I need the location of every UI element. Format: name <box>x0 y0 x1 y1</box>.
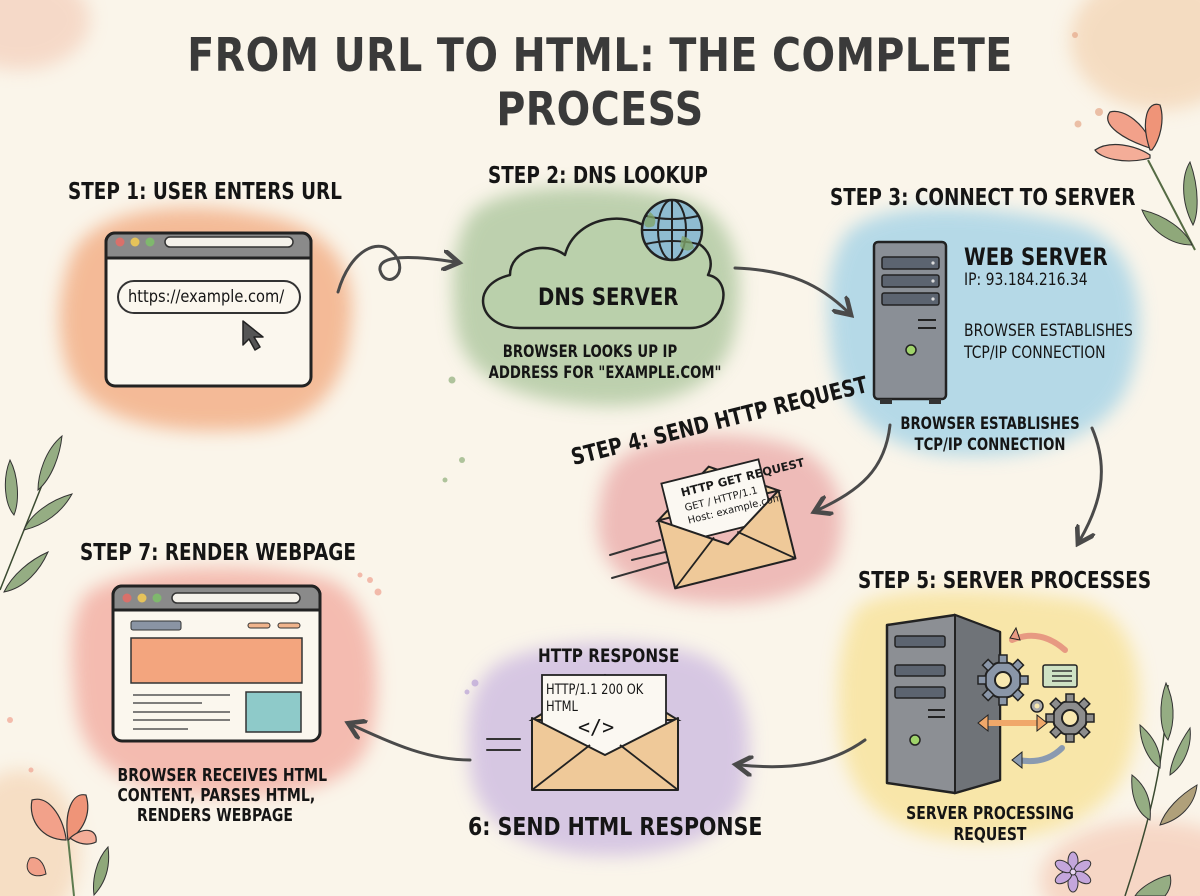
dns-server-label: DNS SERVER <box>538 283 679 311</box>
step2-caption-line-2: ADDRESS FOR "EXAMPLE.COM" <box>488 363 722 383</box>
mouse-cursor-icon <box>242 320 264 351</box>
purple-flower-icon <box>1054 851 1092 893</box>
rendered-webpage-icon <box>111 584 322 743</box>
corner-wash-top-left <box>0 0 90 70</box>
response-letter-line-2: HTML <box>546 699 578 715</box>
response-letter-line-1: HTTP/1.1 200 OK <box>546 682 644 698</box>
http-response-label: HTTP RESPONSE <box>538 645 680 667</box>
step3-caption-line-2: TCP/IP CONNECTION <box>914 435 1066 455</box>
step5-caption-line-1: SERVER PROCESSING <box>906 803 1074 824</box>
step7-caption-line-3: RENDERS WEBPAGE <box>137 805 293 826</box>
server-ip: IP: 93.184.216.34 <box>964 270 1088 290</box>
arrow-step3-to-step5 <box>1080 426 1103 540</box>
motion-lines-response <box>486 738 521 751</box>
gear-icon-large <box>977 654 1029 706</box>
step3-detail: BROWSER ESTABLISHES TCP/IP CONNECTION <box>964 320 1133 364</box>
arrow-step5-to-step6 <box>740 738 867 767</box>
leaf-branch-left-icon <box>0 434 74 593</box>
step2-heading: STEP 2: DNS LOOKUP <box>488 163 708 189</box>
server-tower-icon <box>872 240 948 404</box>
flow-arrows <box>336 244 1103 767</box>
step5-heading: STEP 5: SERVER PROCESSES <box>858 568 1152 594</box>
motion-lines <box>609 539 669 579</box>
step3-caption: BROWSER ESTABLISHES TCP/IP CONNECTION <box>896 414 1083 456</box>
web-server-label: WEB SERVER <box>964 243 1108 271</box>
step7-heading: STEP 7: RENDER WEBPAGE <box>80 540 356 566</box>
step5-caption: SERVER PROCESSING REQUEST <box>896 803 1083 845</box>
globe-icon <box>640 198 704 262</box>
browser-window-icon <box>104 231 313 388</box>
step7-caption-line-1: BROWSER RECEIVES HTML <box>117 765 328 786</box>
step6-heading: 6: SEND HTML RESPONSE <box>468 812 763 841</box>
server-gears-icon <box>885 613 1095 795</box>
response-envelope-icon <box>528 673 682 791</box>
step3-caption-line-1: BROWSER ESTABLISHES <box>900 414 1080 434</box>
step1-heading: STEP 1: USER ENTERS URL <box>68 179 342 205</box>
flower-bottom-left-icon <box>26 794 110 896</box>
arrow-step6-to-step7 <box>352 725 472 762</box>
code-tag-icon: </> <box>578 715 615 739</box>
arrow-step2-to-step3 <box>733 266 848 312</box>
step3-detail-line-1: BROWSER ESTABLISHES <box>964 321 1133 341</box>
page-title: FROM URL TO HTML: THE COMPLETE PROCESS <box>187 28 1013 136</box>
step2-caption: BROWSER LOOKS UP IP ADDRESS FOR "EXAMPLE… <box>488 342 722 384</box>
gear-icon-right <box>1045 693 1095 743</box>
url-field[interactable]: https://example.com/ <box>128 287 285 307</box>
request-envelope-icon <box>655 458 797 590</box>
arrow-step1-to-step2 <box>336 244 455 294</box>
flower-top-right-icon <box>1094 103 1198 251</box>
corner-wash-top-right <box>1070 0 1200 110</box>
list-card-icon <box>1042 664 1078 688</box>
response-letter: HTTP/1.1 200 OK HTML <box>546 682 643 716</box>
paint-splatters <box>7 32 1103 773</box>
gear-icon-small <box>1030 699 1044 713</box>
step3-detail-line-2: TCP/IP CONNECTION <box>964 343 1106 363</box>
arrow-step3-to-step4 <box>818 423 892 510</box>
step7-caption: BROWSER RECEIVES HTML CONTENT, PARSES HT… <box>117 765 328 826</box>
corner-wash-bottom-left <box>0 770 80 896</box>
cloud-globe-icon <box>481 198 725 330</box>
step7-caption-line-2: CONTENT, PARSES HTML, <box>117 785 316 806</box>
step2-caption-line-1: BROWSER LOOKS UP IP <box>502 342 678 362</box>
leaf-branch-bottom-right-icon <box>1124 681 1198 896</box>
step3-heading: STEP 3: CONNECT TO SERVER <box>830 185 1136 211</box>
step5-caption-line-2: REQUEST <box>953 824 1027 845</box>
